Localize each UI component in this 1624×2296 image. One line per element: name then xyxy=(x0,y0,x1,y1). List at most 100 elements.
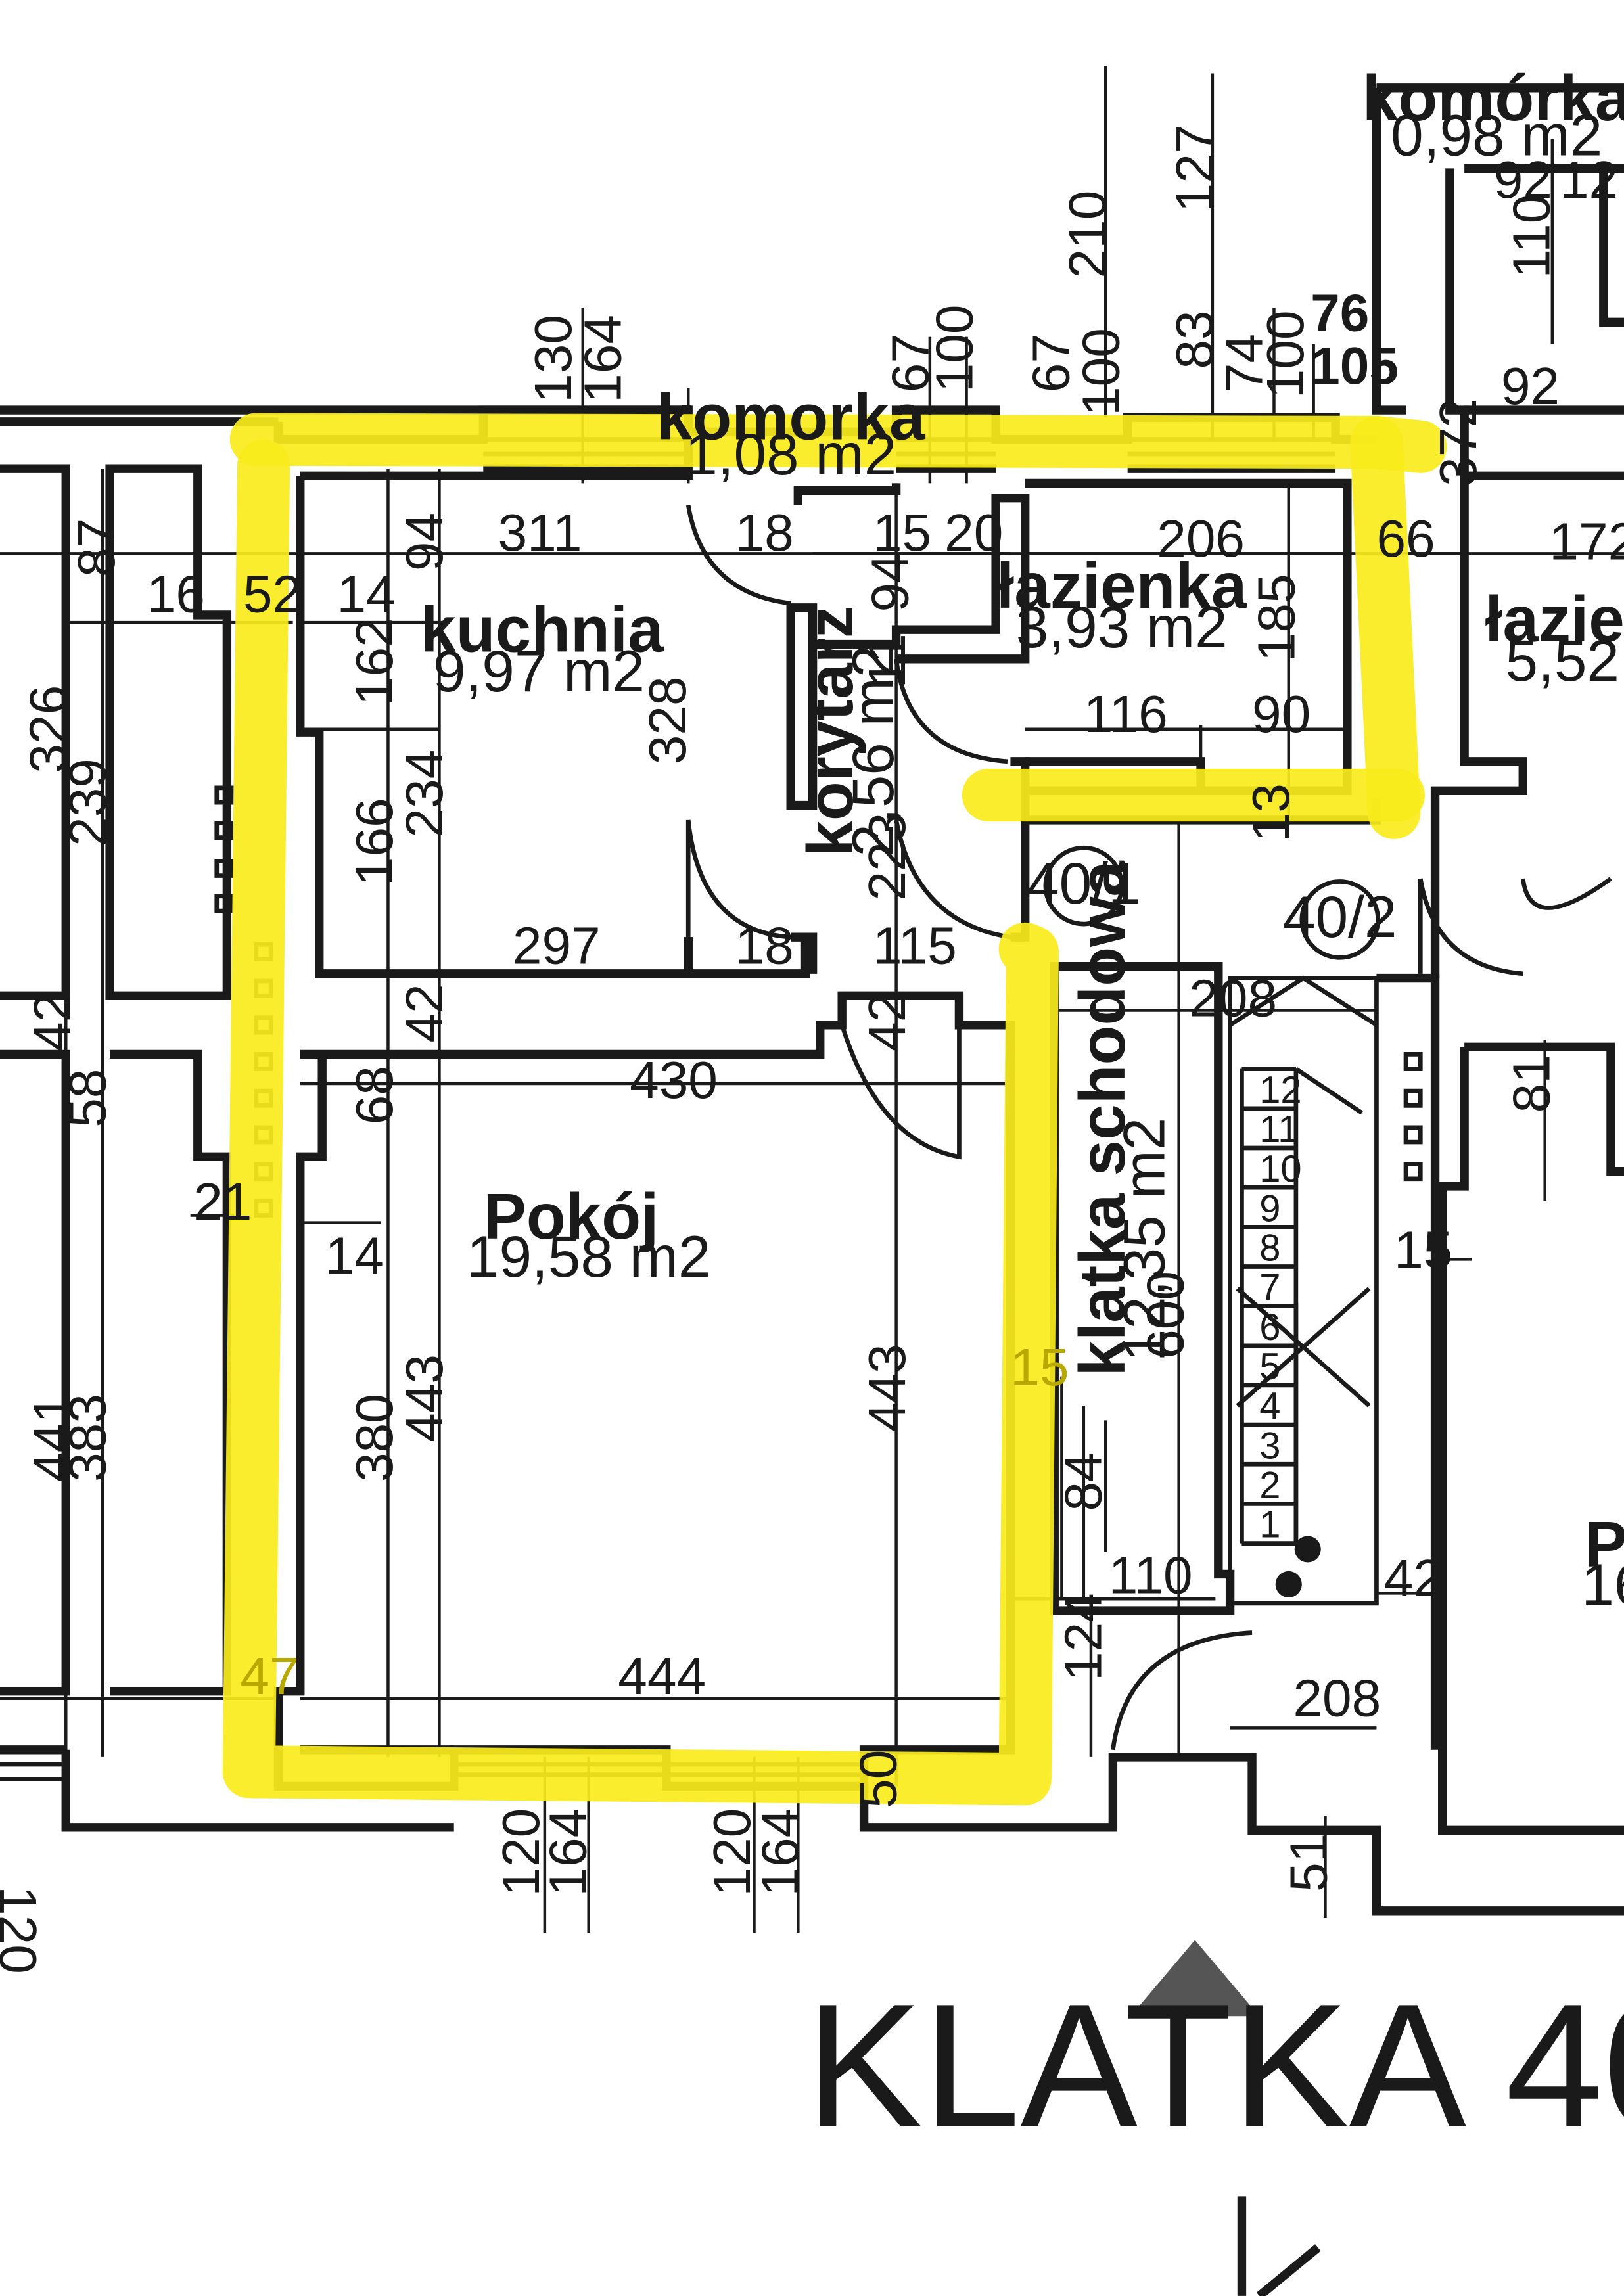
dim-label: 210 xyxy=(1057,191,1117,279)
dim-label: 100 xyxy=(1255,310,1314,398)
dim-label: 100 xyxy=(1071,328,1130,416)
highlighted-boundary xyxy=(222,413,1447,1806)
dim-label: 105 xyxy=(1311,336,1399,395)
dim-label: 311 xyxy=(498,503,582,562)
dim-label: 172 xyxy=(1549,511,1624,570)
dim-label: 67 xyxy=(1021,334,1080,392)
dim-label: 83 xyxy=(1165,310,1224,369)
unit-markers: 40/1 40/2 xyxy=(1027,845,1397,960)
dim-label: 383 xyxy=(57,1394,116,1482)
room-name-komorka-mid: komorka xyxy=(657,381,926,453)
unit-circle-40-1 xyxy=(1043,845,1125,927)
tread-number: 7 xyxy=(1259,1267,1280,1309)
stair-tread-numbers: 1 2 3 4 5 6 7 8 9 10 11 12 xyxy=(1259,1069,1301,1546)
dim-label: 66 xyxy=(1376,509,1435,568)
room-name-lazienka-a: łazienka xyxy=(996,549,1248,622)
dim-label: 166 xyxy=(344,798,404,886)
dim-label: 223 xyxy=(857,813,916,901)
dim-label: 42 xyxy=(1384,1548,1443,1607)
room-name-klatka: klatka schodowa xyxy=(1066,860,1138,1377)
dim-label: 67 xyxy=(881,334,940,392)
dim-label: 116 xyxy=(1084,684,1168,743)
dim-label: 185 xyxy=(1247,574,1306,662)
unit-circle-40-2 xyxy=(1299,879,1381,960)
dim-label: 124 xyxy=(1054,1593,1113,1681)
dim-label: 15 xyxy=(1010,1337,1069,1396)
dim-label: 92 xyxy=(1501,356,1560,415)
dim-label: 100 xyxy=(924,304,983,392)
tread-number: 2 xyxy=(1259,1465,1280,1507)
room-name-korytarz: korytarz xyxy=(794,606,866,856)
dim-label: 11 xyxy=(857,633,916,688)
dim-label: 76 xyxy=(1311,283,1369,342)
dim-label: 164 xyxy=(750,1808,809,1896)
tread-number: 11 xyxy=(1259,1109,1299,1151)
room-name-kuchnia: kuchnia xyxy=(420,593,664,666)
dim-label: 208 xyxy=(1189,968,1277,1027)
unit-label-40-1: 40/1 xyxy=(1027,850,1140,916)
dim-label: 84 xyxy=(1054,1452,1113,1511)
dim-label: 42 xyxy=(22,993,81,1051)
room-area-komorka-top: 0,98 m2 xyxy=(1391,102,1602,168)
dim-label: 234 xyxy=(394,750,453,838)
dim-label: 13 xyxy=(1241,783,1300,842)
dim-label: 380 xyxy=(344,1394,404,1482)
dim-label: 12 xyxy=(1560,150,1618,209)
dim-label: 443 xyxy=(857,1344,916,1432)
dim-label: 600 xyxy=(1135,1271,1194,1359)
dim-label: 58 xyxy=(57,1069,116,1128)
dim-label: 42 xyxy=(857,993,916,1051)
dot-icon xyxy=(1275,1571,1302,1598)
room-area-kuchnia: 9,97 m2 xyxy=(433,638,645,704)
dim-label: 443 xyxy=(394,1354,453,1442)
dim-label: 164 xyxy=(538,1808,597,1896)
dim-label: 120 xyxy=(0,1886,48,1974)
dim-label: 50 xyxy=(848,1750,908,1808)
room-area-pokoj: 19,58 m2 xyxy=(467,1224,711,1289)
tread-number: 4 xyxy=(1259,1385,1280,1427)
dim-label: 326 xyxy=(18,685,77,773)
plan-caption: KLATKA 40 xyxy=(805,1967,1624,2163)
dim-label: 90 xyxy=(1252,684,1311,743)
dim-label: 16 xyxy=(147,564,205,624)
tread-number: 8 xyxy=(1259,1228,1280,1270)
dim-label: 206 xyxy=(1157,509,1245,568)
room-name-pokoj: Pokój xyxy=(484,1180,659,1252)
dim-label: 328 xyxy=(638,676,697,764)
dim-label: 18 xyxy=(735,503,794,562)
dim-label: 18 xyxy=(735,915,794,975)
dim-label: 239 xyxy=(57,758,116,846)
tread-number: 9 xyxy=(1259,1187,1280,1229)
dim-label: 94 xyxy=(394,513,453,571)
dim-label: 21 xyxy=(193,1172,252,1231)
dim-label: 52 xyxy=(243,564,302,624)
dim-label: 15 xyxy=(873,503,931,562)
room-labels: komórka 0,98 m2 komorka 1,08 m2 kuchnia … xyxy=(420,62,1624,1617)
dim-label: 208 xyxy=(1293,1668,1381,1728)
dim-label: 14 xyxy=(325,1226,384,1285)
tread-number: 10 xyxy=(1259,1148,1301,1190)
room-area-korytarz: 2,56 m2 xyxy=(840,645,906,857)
dim-label: 94 xyxy=(860,553,919,612)
dim-label: 162 xyxy=(344,618,404,706)
room-name-komorka-top: komórka xyxy=(1362,62,1624,134)
tread-number: 5 xyxy=(1259,1346,1280,1388)
tread-number: 6 xyxy=(1259,1306,1280,1348)
dim-label: 120 xyxy=(702,1808,761,1896)
dimension-labels: 127 210 83 74 100 110 372 130 164 67 100… xyxy=(0,124,1624,1973)
dimension-lines xyxy=(0,66,1624,1933)
dim-label: 110 xyxy=(1501,195,1560,279)
dim-label: 164 xyxy=(573,315,632,403)
dim-label: 127 xyxy=(1165,124,1224,212)
room-area-lazienka-b: 5,52 m2 xyxy=(1506,628,1624,693)
dim-label: 20 xyxy=(944,503,1003,562)
room-name-pokoj-right: Po xyxy=(1585,1508,1624,1580)
dim-label: 130 xyxy=(523,315,582,403)
tread-number: 12 xyxy=(1259,1069,1301,1111)
dim-label: 81 xyxy=(1501,1054,1560,1113)
tread-number: 3 xyxy=(1259,1425,1280,1467)
dot-icon xyxy=(1294,1536,1321,1563)
dim-label: 297 xyxy=(513,915,601,975)
dim-label: 110 xyxy=(1109,1545,1193,1604)
